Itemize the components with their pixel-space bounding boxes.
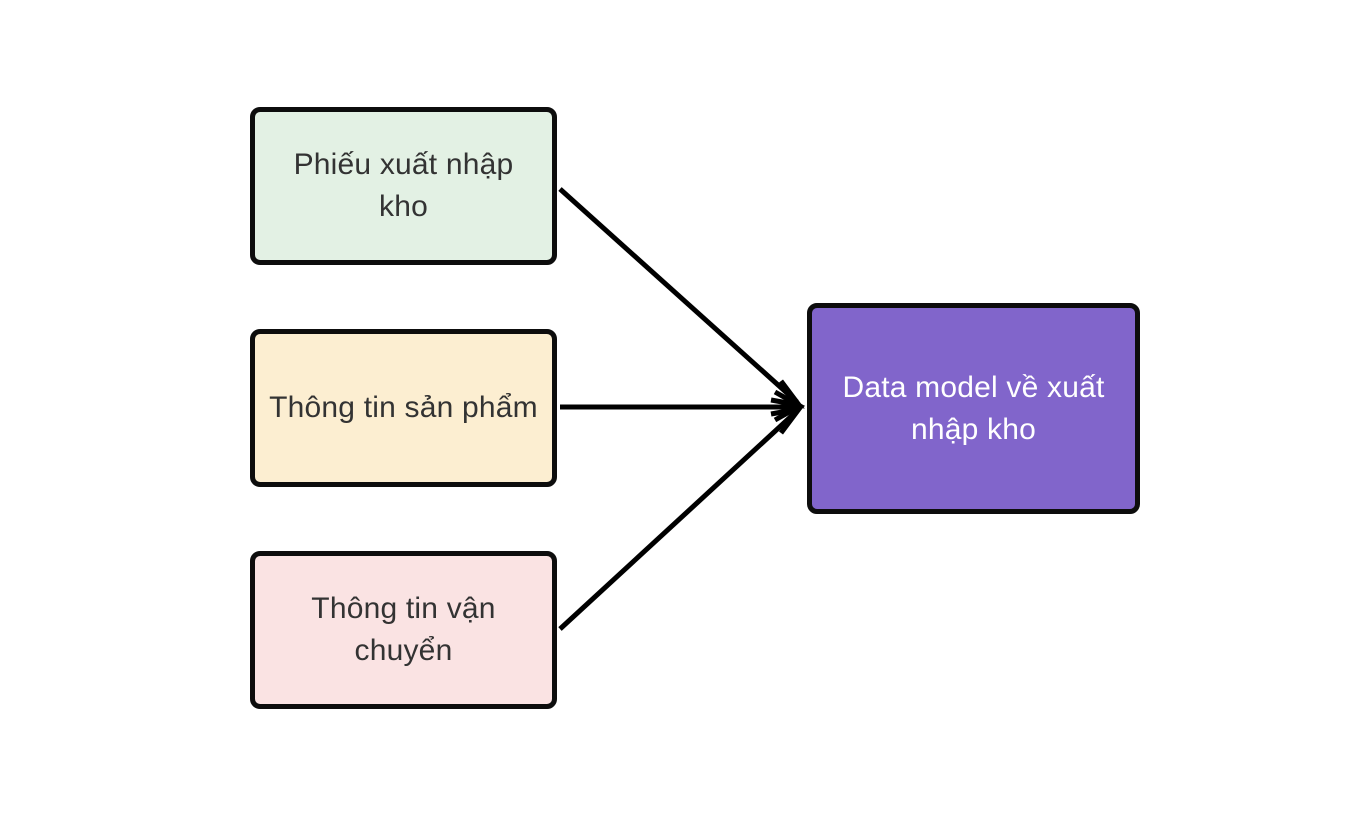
edge-line [558,187,799,404]
edge-line [558,409,799,631]
node-label: Thông tin vận chuyển [311,592,496,667]
edge-product-to-datamodel [560,389,806,423]
node-phieu-xuat-nhap-kho[interactable]: Phiếu xuất nhập kho [250,107,557,265]
edge-receipt-to-datamodel [558,187,805,409]
node-label: Data model về xuất nhập kho [842,370,1105,446]
node-thong-tin-van-chuyen[interactable]: Thông tin vận chuyển [250,551,557,709]
arrowhead-icon [773,389,806,423]
arrowhead-icon [770,405,805,435]
node-thong-tin-san-pham[interactable]: Thông tin sản phẩm [250,329,557,487]
node-label: Phiếu xuất nhập kho [293,148,514,223]
arrowhead-icon [770,379,805,409]
node-label: Thông tin sản phẩm [269,391,538,424]
edge-shipping-to-datamodel [558,405,805,631]
node-data-model-xuat-nhap-kho[interactable]: Data model về xuất nhập kho [807,303,1140,514]
